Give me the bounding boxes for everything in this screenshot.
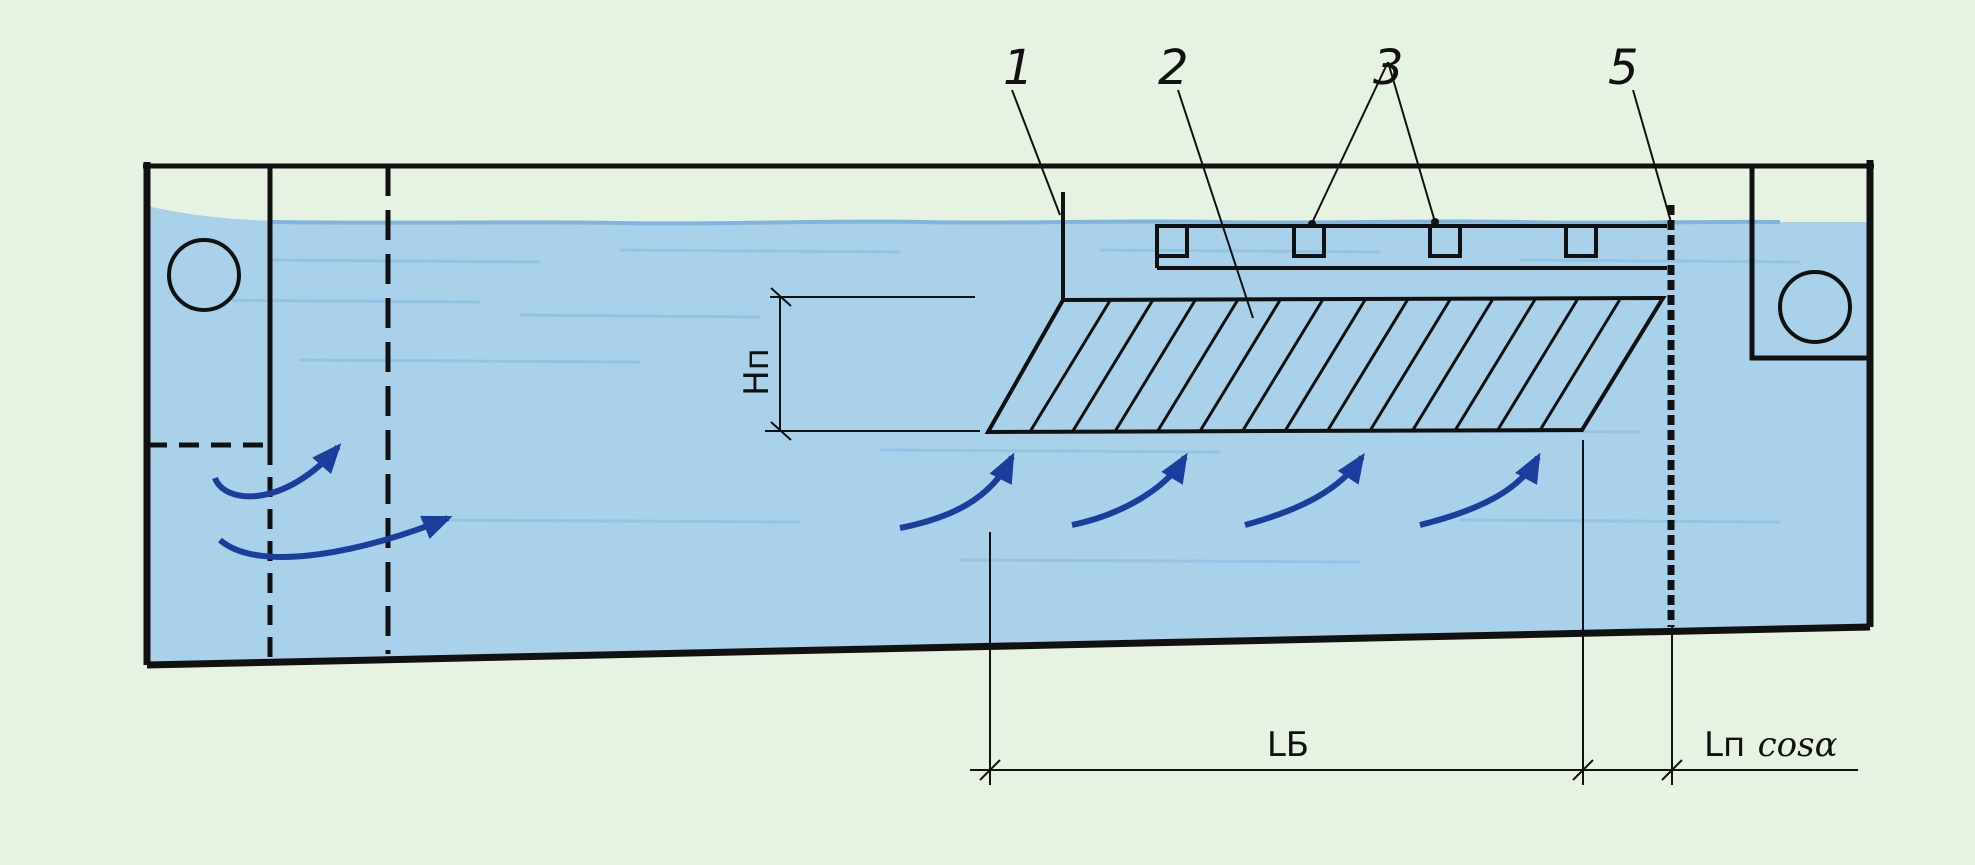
block-length-label: LБ bbox=[1267, 725, 1309, 765]
collecting-tray bbox=[1564, 224, 1598, 258]
inclined-plate bbox=[1368, 299, 1452, 432]
inclined-plate bbox=[1326, 299, 1409, 432]
leader-5 bbox=[1632, 89, 1672, 223]
plate-projection-prefix: Lп bbox=[1704, 725, 1745, 765]
leader-dot bbox=[1431, 218, 1439, 226]
water-surface-line bbox=[269, 219, 1781, 226]
collection-structure bbox=[1061, 192, 1667, 300]
length-tick bbox=[979, 759, 1001, 781]
callout-leaders bbox=[1011, 61, 1672, 319]
callout-2: 2 bbox=[1158, 40, 1189, 96]
inclined-plates bbox=[1029, 299, 1621, 432]
inclined-plate bbox=[1198, 299, 1282, 432]
inclined-plate bbox=[1411, 299, 1494, 432]
inclined-plate bbox=[1453, 299, 1536, 432]
length-tick bbox=[1572, 759, 1594, 781]
callout-1: 1 bbox=[1003, 40, 1034, 96]
plate-block-outline bbox=[984, 295, 1667, 435]
callout-labels: 1 2 3 5 bbox=[1003, 40, 1639, 96]
inclined-plate bbox=[1029, 299, 1112, 432]
collecting-tray bbox=[1428, 224, 1462, 258]
leader-3a bbox=[1311, 61, 1389, 224]
plate-height-label: Нп bbox=[737, 348, 777, 396]
leader-2 bbox=[1177, 89, 1254, 319]
outlet-trough bbox=[1749, 166, 1870, 361]
flow-arrow bbox=[1244, 452, 1365, 528]
flow-arrow bbox=[212, 443, 342, 500]
height-dimension bbox=[765, 287, 980, 441]
outlet-pipe bbox=[1778, 270, 1852, 344]
water-body bbox=[147, 206, 1868, 662]
leader-1 bbox=[1011, 89, 1061, 216]
plate-block bbox=[984, 295, 1667, 435]
plate-projection-label: Lп cosα bbox=[1704, 725, 1838, 765]
flow-arrows bbox=[212, 443, 1541, 560]
callout-5: 5 bbox=[1608, 40, 1639, 96]
length-dimensions bbox=[970, 440, 1858, 785]
height-tick-bottom bbox=[770, 421, 792, 441]
inclined-plate bbox=[1156, 299, 1239, 432]
height-tick-top bbox=[770, 287, 792, 307]
inclined-plate bbox=[1283, 299, 1367, 432]
flow-arrow bbox=[1071, 452, 1188, 528]
plate-projection-suffix: cosα bbox=[1758, 725, 1838, 765]
length-tick bbox=[1661, 759, 1683, 781]
leader-dot bbox=[1308, 220, 1316, 228]
inclined-plate bbox=[1538, 299, 1621, 432]
inclined-plate bbox=[1241, 299, 1324, 432]
callout-3: 3 bbox=[1373, 40, 1404, 96]
inclined-plate bbox=[1114, 299, 1197, 432]
flow-arrow bbox=[218, 515, 453, 560]
flow-arrow bbox=[899, 452, 1015, 531]
inclined-plate bbox=[1071, 299, 1155, 432]
flow-arrow bbox=[1419, 452, 1541, 528]
water bbox=[147, 206, 1868, 662]
leader-3b bbox=[1387, 61, 1436, 223]
inlet-section bbox=[147, 166, 391, 660]
outlet-section bbox=[1667, 166, 1870, 627]
inclined-plate bbox=[1495, 299, 1579, 432]
inlet-pipe bbox=[167, 238, 241, 312]
callout-dots bbox=[1308, 218, 1439, 228]
collecting-tray bbox=[1155, 224, 1189, 258]
